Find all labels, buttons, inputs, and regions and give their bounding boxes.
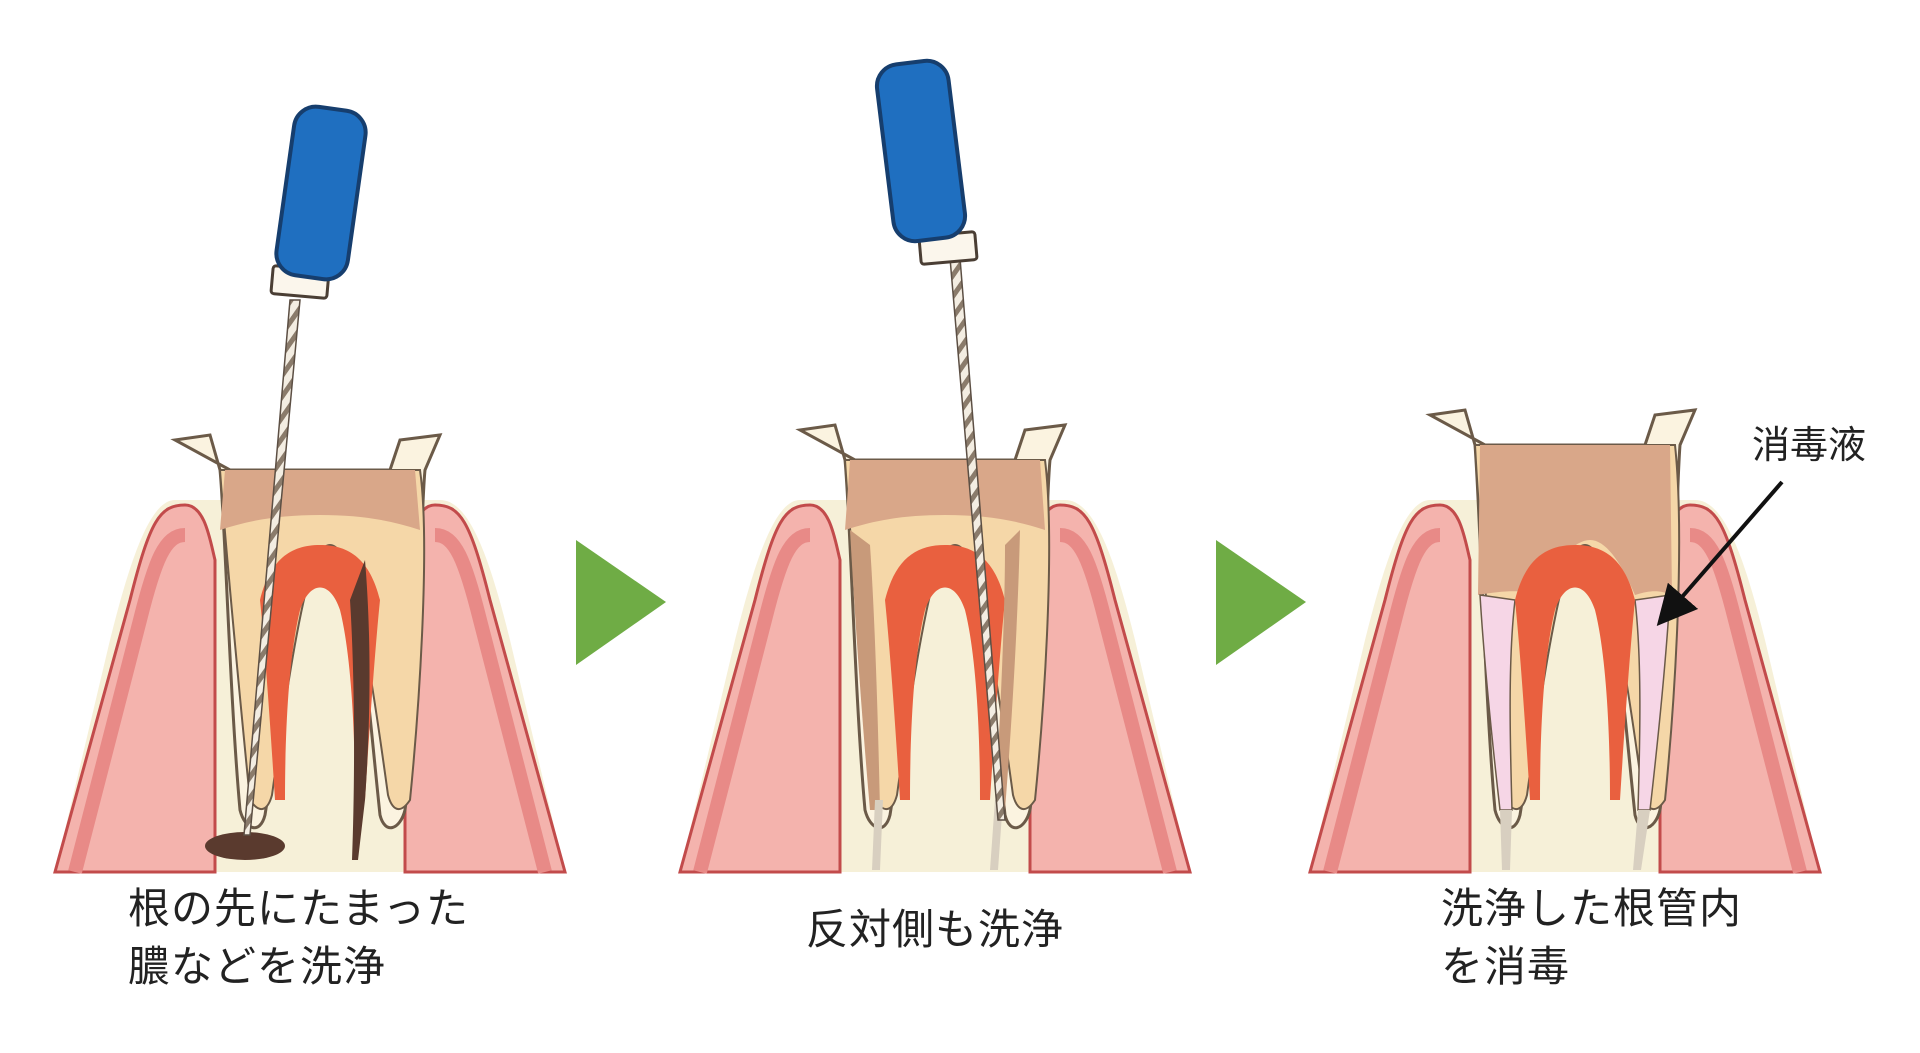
caption-step-3-line-1: 洗浄した根管内 bbox=[1441, 884, 1743, 933]
caption-step-1: 根の先にたまった 膿などを洗浄 bbox=[128, 880, 469, 996]
caption-step-2-line-1: 反対側も洗浄 bbox=[806, 905, 1065, 954]
next-arrow-icon bbox=[576, 540, 666, 665]
disinfectant-label: 消毒液 bbox=[1752, 423, 1867, 467]
panel-2-tooth bbox=[678, 423, 1192, 874]
caption-step-3: 洗浄した根管内 を消毒 bbox=[1441, 880, 1742, 996]
panel-1-file bbox=[243, 104, 368, 836]
caption-step-2: 反対側も洗浄 bbox=[806, 901, 1064, 959]
panel-3-tooth bbox=[1308, 408, 1822, 874]
panel-2-file bbox=[874, 58, 1006, 821]
caption-step-3-line-2: を消毒 bbox=[1441, 942, 1571, 991]
next-arrow-icon bbox=[1216, 540, 1306, 665]
callout-arrow bbox=[1656, 480, 1784, 627]
panel-1-tooth bbox=[53, 433, 567, 874]
caption-step-1-line-2: 膿などを洗浄 bbox=[128, 942, 387, 991]
caption-step-1-line-1: 根の先にたまった bbox=[128, 884, 470, 933]
